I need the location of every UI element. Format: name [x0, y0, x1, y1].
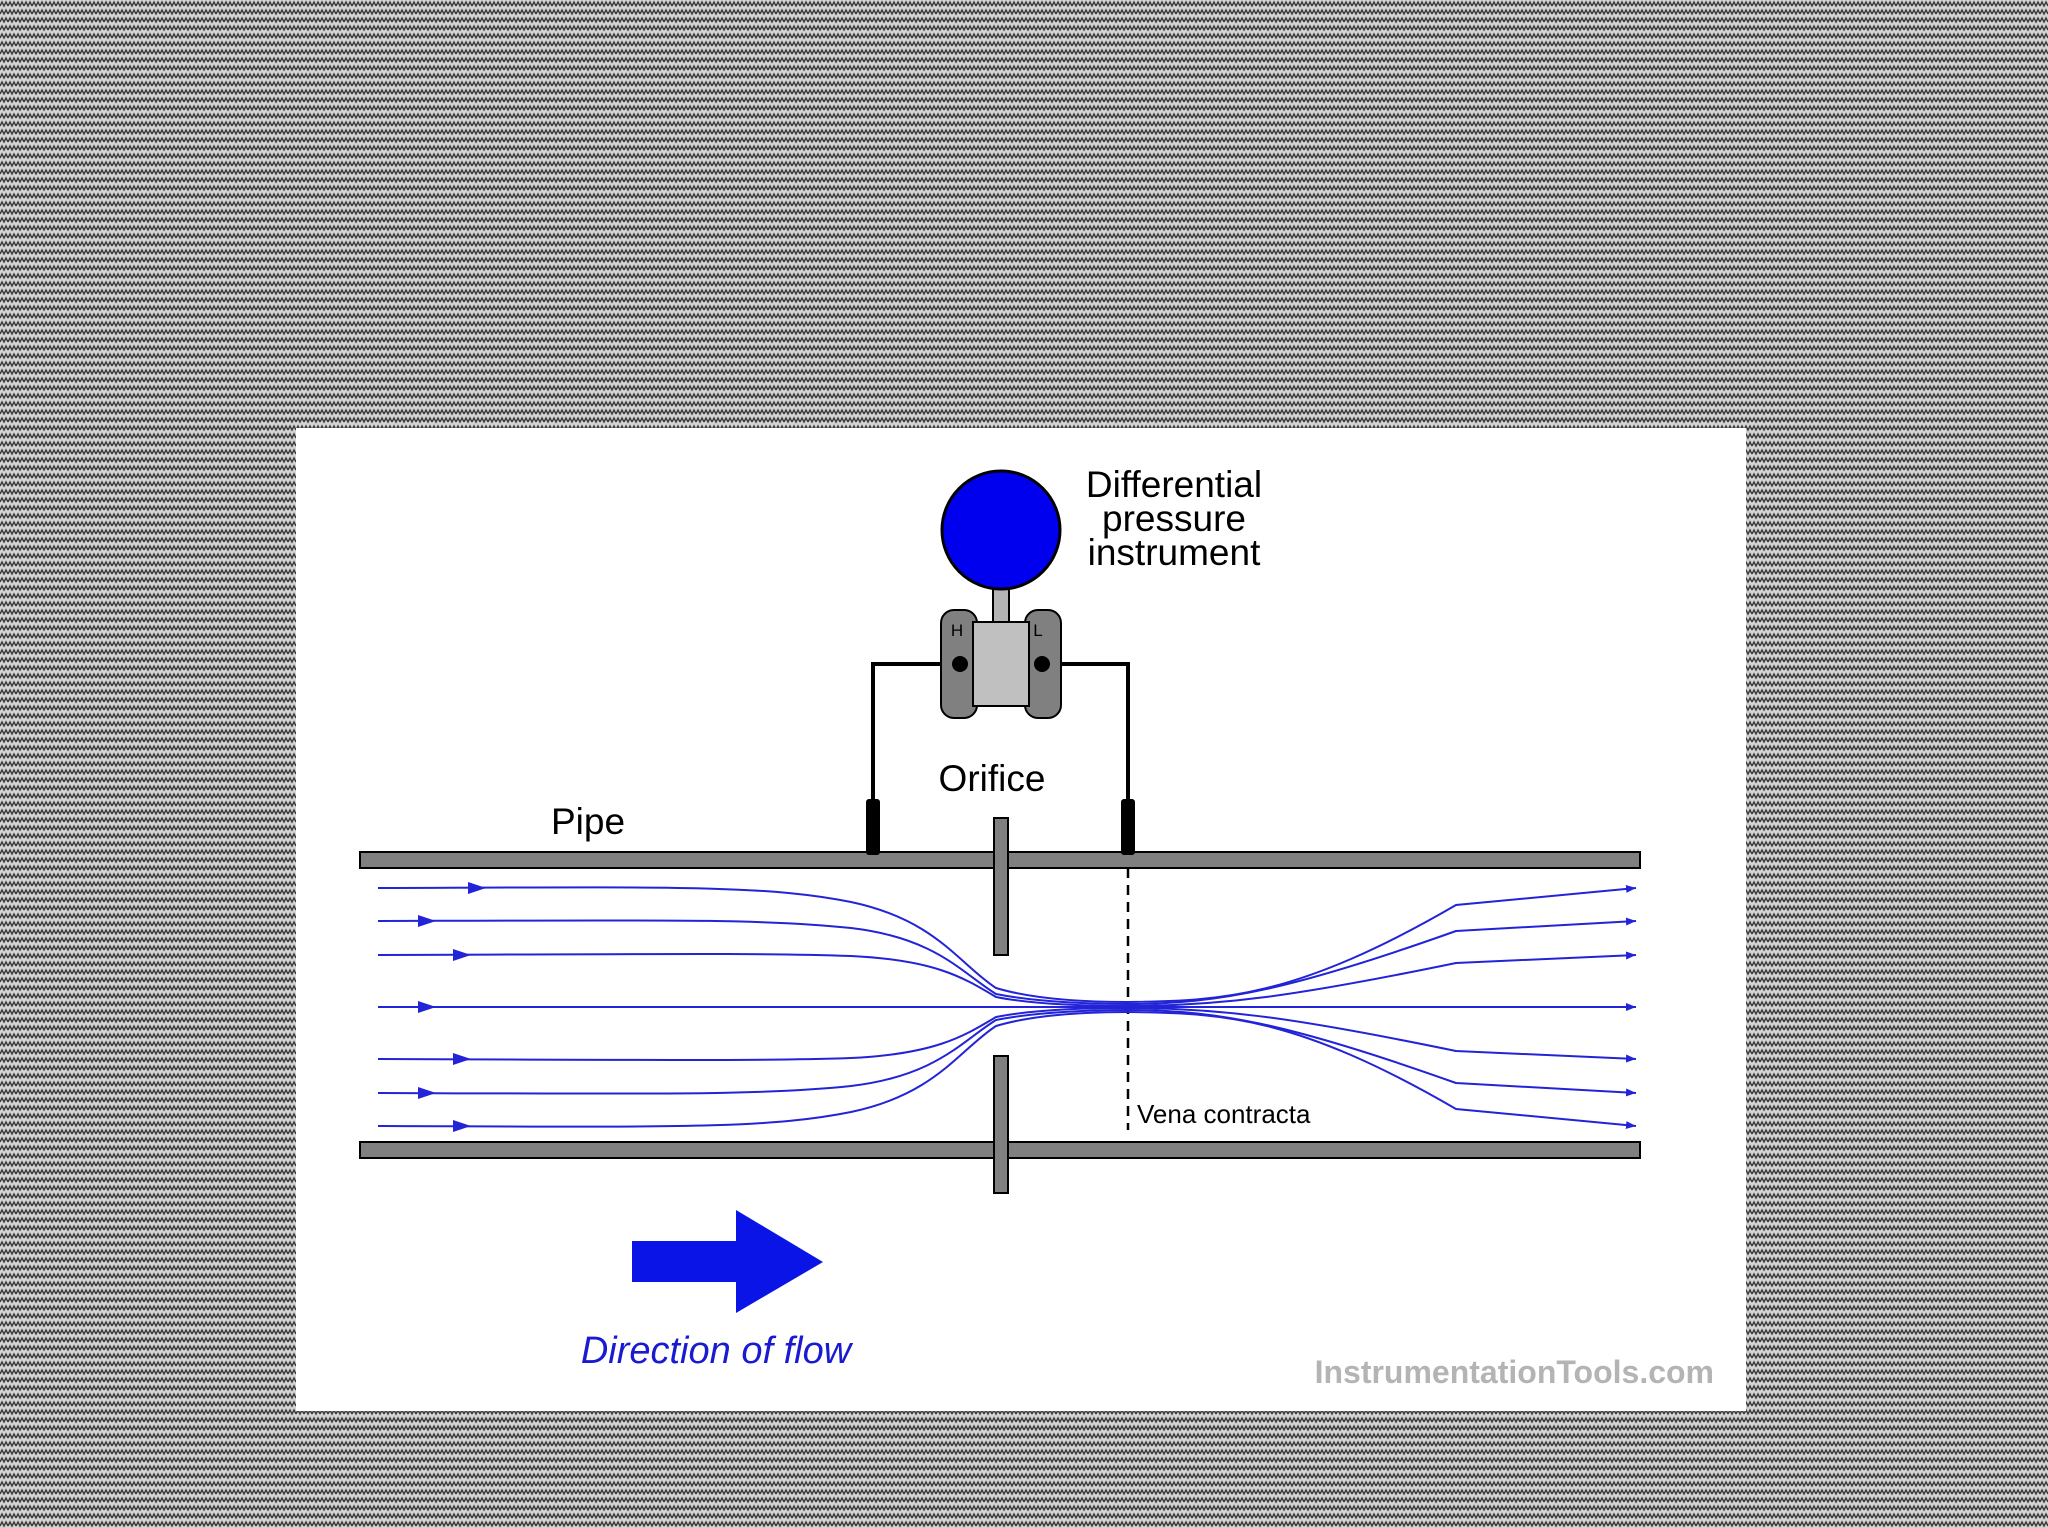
streamline-5	[377, 1006, 1637, 1063]
big-right-arrow-icon	[632, 1210, 823, 1313]
orifice-plate-top	[993, 817, 1009, 956]
diagram-slide: H L Differential pressure instrument Ori…	[296, 428, 1746, 1411]
streamline-3	[377, 951, 1637, 1008]
low-port-icon	[1034, 656, 1050, 672]
high-tap	[866, 799, 880, 855]
instrument-label-line-3: instrument	[1088, 532, 1261, 573]
streamline-2	[377, 917, 1637, 1006]
instrument-body	[972, 621, 1030, 707]
watermark: InstrumentationTools.com	[1315, 1354, 1714, 1390]
pipe-label: Pipe	[551, 801, 625, 842]
instrument-label-line-1: Differential	[1086, 464, 1262, 505]
flow-streamlines	[377, 884, 1637, 1130]
impulse-lines	[871, 662, 1130, 852]
low-tap	[1121, 799, 1135, 855]
instrument-dial	[940, 469, 1062, 591]
instrument-label-line-2: pressure	[1102, 498, 1246, 539]
orifice-plate-bottom	[993, 1055, 1009, 1194]
high-port-icon	[952, 656, 968, 672]
vena-contracta-label: Vena contracta	[1137, 1099, 1311, 1129]
orifice-label: Orifice	[939, 758, 1046, 799]
direction-of-flow-label: Direction of flow	[581, 1330, 854, 1372]
streamline-7	[377, 1010, 1637, 1130]
low-port-label: L	[1033, 621, 1042, 640]
streamline-arrowheads	[418, 882, 486, 1132]
dp-instrument	[940, 469, 1062, 719]
high-impulse-line	[871, 662, 960, 852]
low-impulse-line	[1042, 662, 1130, 852]
high-port-label: H	[951, 621, 963, 640]
instrument-stem	[992, 587, 1010, 625]
